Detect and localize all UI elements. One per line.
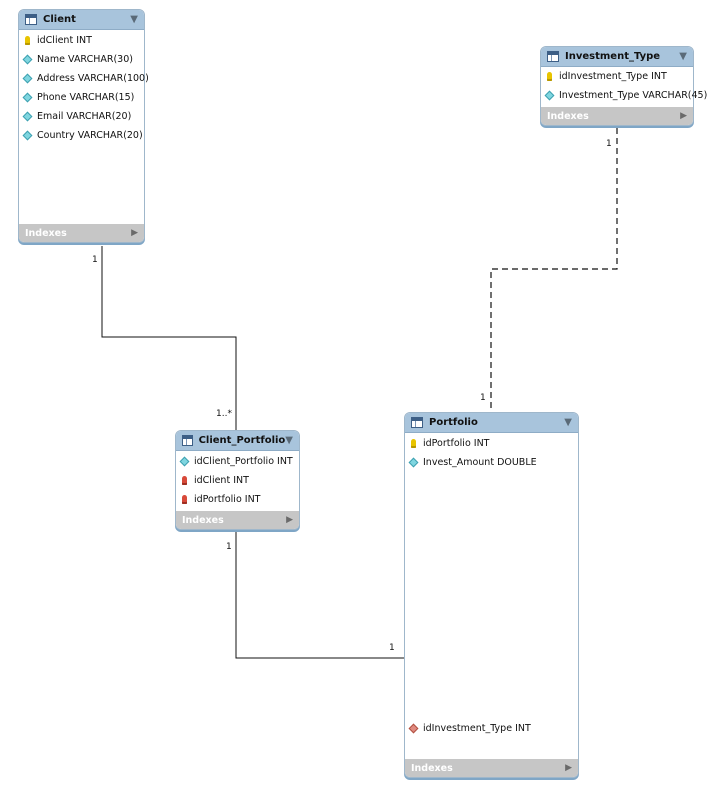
column-label: idClient INT bbox=[37, 34, 92, 46]
cardinality-client-one: 1 bbox=[92, 255, 98, 265]
column-row[interactable]: Invest_Amount DOUBLE bbox=[408, 453, 537, 471]
table-client-portfolio[interactable]: Client_Portfolio ▼ idClient_Portfolio IN… bbox=[175, 430, 300, 530]
column-row[interactable]: idPortfolio INT bbox=[409, 434, 489, 452]
column-diamond-icon bbox=[22, 73, 33, 83]
column-label: Phone VARCHAR(15) bbox=[37, 91, 135, 103]
column-label: Country VARCHAR(20) bbox=[37, 129, 143, 141]
table-name: Client_Portfolio bbox=[198, 435, 286, 446]
foreign-key-diamond-icon bbox=[408, 723, 419, 733]
column-row[interactable]: idInvestment_Type INT bbox=[545, 67, 667, 85]
foreign-key-icon bbox=[182, 475, 187, 485]
indexes-bar[interactable]: Indexes ▶ bbox=[405, 759, 578, 777]
column-label: Investment_Type VARCHAR(45) bbox=[559, 89, 708, 101]
relationship-investment-type-to-portfolio[interactable] bbox=[490, 128, 618, 412]
table-name: Investment_Type bbox=[565, 51, 661, 62]
column-label: idInvestment_Type INT bbox=[423, 722, 531, 734]
foreign-key-icon bbox=[182, 494, 187, 504]
column-diamond-icon bbox=[179, 456, 190, 466]
table-header[interactable]: Investment_Type ▼ bbox=[541, 47, 693, 67]
expand-arrow-icon[interactable]: ▶ bbox=[286, 515, 293, 525]
table-header[interactable]: Portfolio ▼ bbox=[405, 413, 578, 433]
column-diamond-icon bbox=[22, 92, 33, 102]
cardinality-investment-type-one: 1 bbox=[606, 139, 612, 149]
cardinality-client-portfolio-many: 1..* bbox=[216, 409, 232, 419]
cardinality-client-portfolio-one: 1 bbox=[226, 542, 232, 552]
column-row[interactable]: Address VARCHAR(100) bbox=[22, 69, 149, 87]
column-label: idClient_Portfolio INT bbox=[194, 455, 293, 467]
indexes-label: Indexes bbox=[411, 762, 453, 774]
collapse-arrow-icon[interactable]: ▼ bbox=[564, 417, 572, 428]
column-label: idClient INT bbox=[194, 474, 249, 486]
table-icon bbox=[547, 51, 559, 62]
indexes-label: Indexes bbox=[25, 227, 67, 239]
indexes-label: Indexes bbox=[547, 110, 589, 122]
column-row[interactable]: Country VARCHAR(20) bbox=[22, 126, 143, 144]
indexes-label: Indexes bbox=[182, 514, 224, 526]
column-label: Email VARCHAR(20) bbox=[37, 110, 132, 122]
table-client[interactable]: Client ▼ idClient INT Name VARCHAR(30) A… bbox=[18, 9, 149, 243]
cardinality-portfolio-one-top: 1 bbox=[480, 393, 486, 403]
collapse-arrow-icon[interactable]: ▼ bbox=[679, 51, 687, 62]
primary-key-icon bbox=[25, 35, 30, 45]
table-header[interactable]: Client ▼ bbox=[19, 10, 144, 30]
table-name: Portfolio bbox=[429, 417, 478, 428]
column-row[interactable]: idInvestment_Type INT bbox=[408, 719, 531, 737]
table-icon bbox=[182, 435, 193, 446]
indexes-bar[interactable]: Indexes ▶ bbox=[19, 224, 144, 242]
relationship-client-to-client-portfolio[interactable] bbox=[101, 246, 237, 430]
column-diamond-icon bbox=[22, 54, 33, 64]
primary-key-icon bbox=[411, 438, 416, 448]
column-diamond-icon bbox=[22, 130, 33, 140]
column-label: Invest_Amount DOUBLE bbox=[423, 456, 537, 468]
table-icon bbox=[411, 417, 423, 428]
table-investment-type[interactable]: Investment_Type ▼ idInvestment_Type INT … bbox=[540, 46, 707, 126]
column-row[interactable]: Email VARCHAR(20) bbox=[22, 107, 132, 125]
column-label: idPortfolio INT bbox=[194, 493, 261, 505]
table-icon bbox=[25, 14, 37, 25]
indexes-bar[interactable]: Indexes ▶ bbox=[176, 511, 299, 529]
column-row[interactable]: idClient INT bbox=[180, 471, 249, 489]
column-diamond-icon bbox=[544, 90, 555, 100]
column-label: idPortfolio INT bbox=[423, 437, 490, 449]
column-diamond-icon bbox=[408, 457, 419, 467]
table-name: Client bbox=[43, 14, 76, 25]
collapse-arrow-icon[interactable]: ▼ bbox=[285, 435, 293, 446]
expand-arrow-icon[interactable]: ▶ bbox=[131, 228, 138, 238]
column-row[interactable]: Investment_Type VARCHAR(45) bbox=[544, 86, 708, 104]
column-label: idInvestment_Type INT bbox=[559, 70, 667, 82]
collapse-arrow-icon[interactable]: ▼ bbox=[130, 14, 138, 25]
primary-key-icon bbox=[547, 71, 552, 81]
column-row[interactable]: idPortfolio INT bbox=[180, 490, 260, 508]
column-label: Name VARCHAR(30) bbox=[37, 53, 133, 65]
column-label: Address VARCHAR(100) bbox=[37, 72, 149, 84]
column-diamond-icon bbox=[22, 111, 33, 121]
column-row[interactable]: idClient_Portfolio INT bbox=[179, 452, 293, 470]
relationship-client-portfolio-to-portfolio[interactable] bbox=[235, 532, 404, 659]
column-row[interactable]: Phone VARCHAR(15) bbox=[22, 88, 135, 106]
column-row[interactable]: Name VARCHAR(30) bbox=[22, 50, 133, 68]
cardinality-portfolio-one-left: 1 bbox=[389, 643, 395, 653]
expand-arrow-icon[interactable]: ▶ bbox=[565, 763, 572, 773]
column-row[interactable]: idClient INT bbox=[23, 31, 92, 49]
indexes-bar[interactable]: Indexes ▶ bbox=[541, 107, 693, 125]
table-portfolio[interactable]: Portfolio ▼ idPortfolio INT Invest_Amoun… bbox=[404, 412, 579, 778]
expand-arrow-icon[interactable]: ▶ bbox=[680, 111, 687, 121]
table-header[interactable]: Client_Portfolio ▼ bbox=[176, 431, 299, 451]
